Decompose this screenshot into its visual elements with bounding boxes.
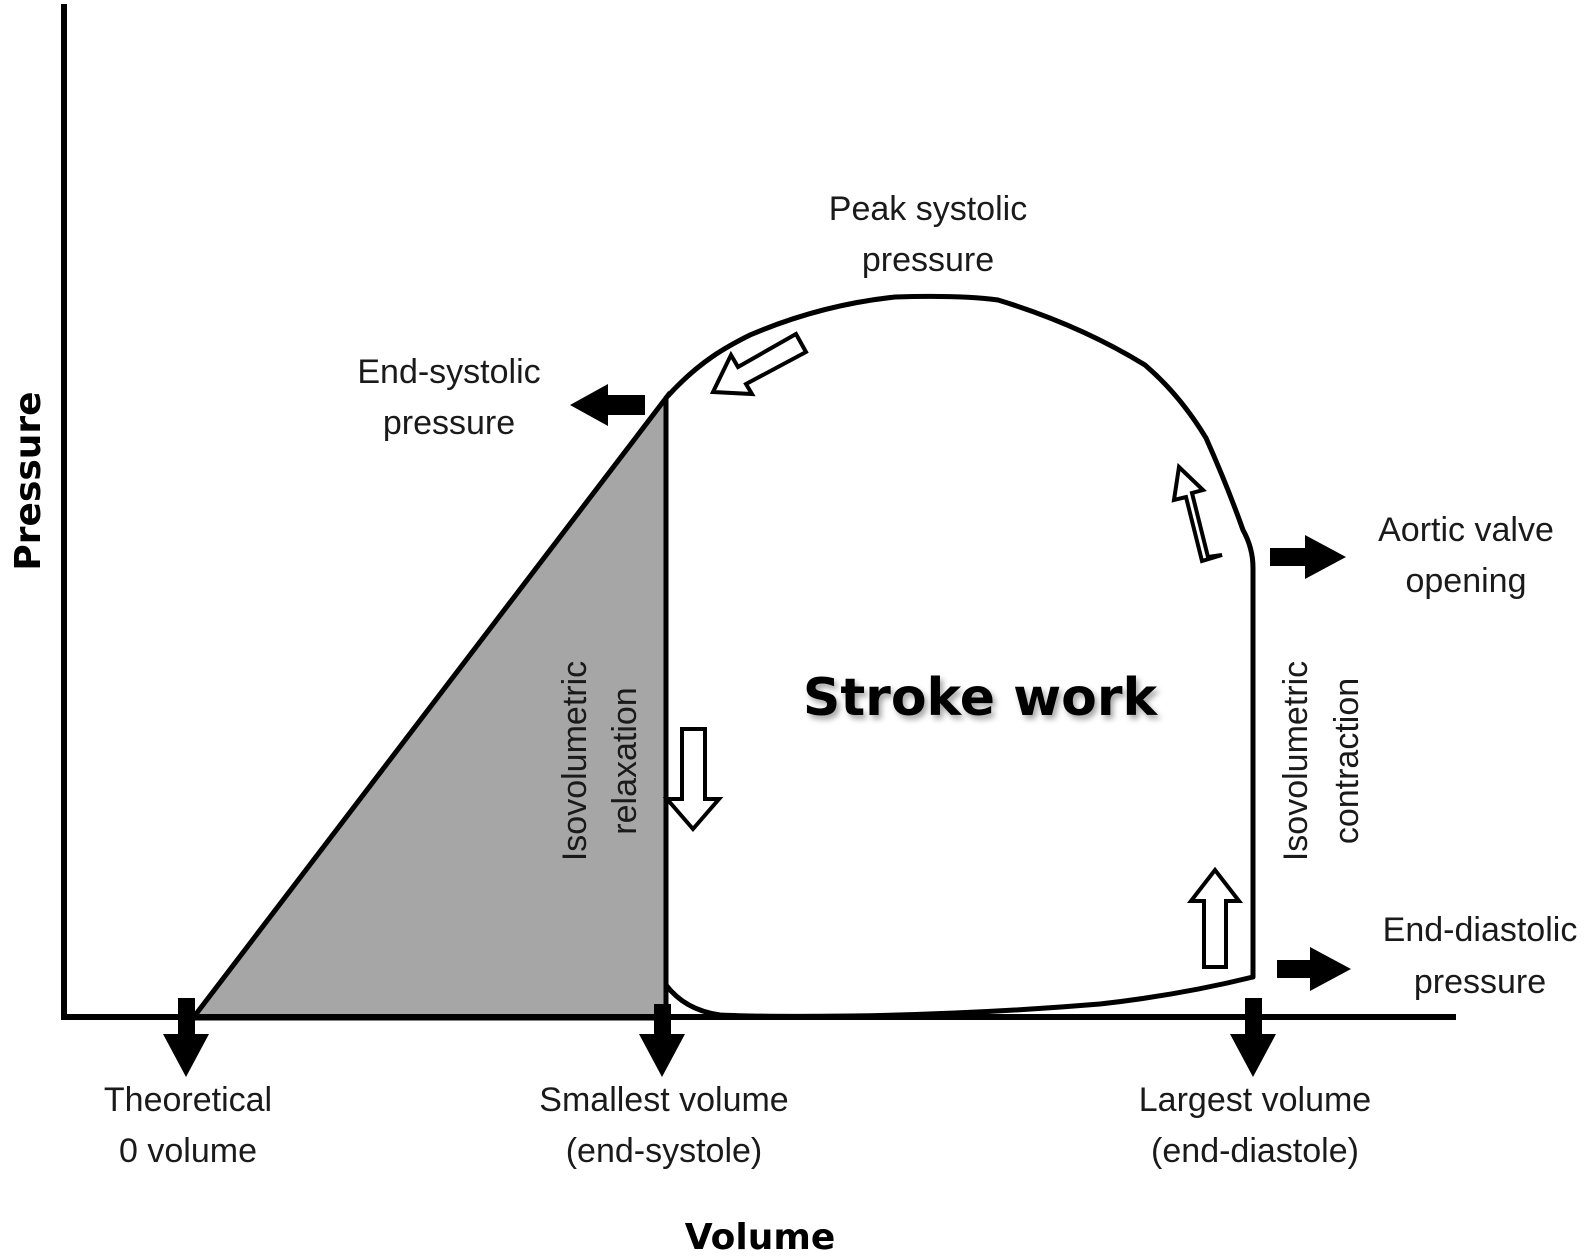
hollow-arrow-left-diagonal-icon — [709, 331, 809, 397]
smallest-volume-label-line2: (end-systole) — [566, 1132, 763, 1170]
aortic-valve-arrow-icon — [1270, 535, 1346, 579]
y-axis-title: Pressure — [8, 391, 49, 570]
x-axis-title: Volume — [685, 1217, 836, 1256]
iso-relaxation-label-line1: Isovolumetric — [556, 661, 594, 861]
shaded-elastance-area — [187, 390, 669, 1021]
hollow-arrow-down-icon — [662, 727, 724, 833]
stroke-work-label: Stroke work — [803, 668, 1159, 728]
smallest-volume-label-line1: Smallest volume — [539, 1081, 788, 1119]
smallest-volume-arrow-icon — [639, 1004, 685, 1077]
largest-volume-label-line1: Largest volume — [1139, 1081, 1371, 1119]
largest-volume-arrow-icon — [1230, 998, 1276, 1077]
theoretical-zero-arrow-icon — [163, 998, 209, 1077]
iso-relaxation-label-line2: relaxation — [606, 687, 644, 834]
hollow-arrow-up-diagonal-icon — [1171, 462, 1223, 564]
aortic-valve-label-line2: opening — [1405, 562, 1526, 600]
end-systolic-label-line1: End-systolic — [357, 353, 540, 391]
end-systolic-label-line2: pressure — [383, 404, 515, 442]
largest-volume-label-line2: (end-diastole) — [1151, 1132, 1359, 1170]
iso-contraction-label-line2: contraction — [1328, 678, 1366, 844]
theoretical-zero-label-line2: 0 volume — [119, 1132, 257, 1170]
peak-systolic-label-line1: Peak systolic — [829, 190, 1027, 228]
hollow-arrow-up-icon — [1186, 866, 1244, 969]
end-diastolic-arrow-icon — [1277, 947, 1351, 991]
end-diastolic-label-line1: End-diastolic — [1383, 911, 1578, 949]
end-diastolic-label-line2: pressure — [1414, 963, 1546, 1001]
end-systolic-arrow-icon — [570, 384, 645, 426]
aortic-valve-label-line1: Aortic valve — [1378, 511, 1554, 549]
iso-contraction-label-line1: Isovolumetric — [1277, 661, 1315, 861]
peak-systolic-label-line2: pressure — [862, 241, 994, 279]
theoretical-zero-label-line1: Theoretical — [104, 1081, 272, 1119]
pv-loop-curve — [663, 293, 1256, 1019]
